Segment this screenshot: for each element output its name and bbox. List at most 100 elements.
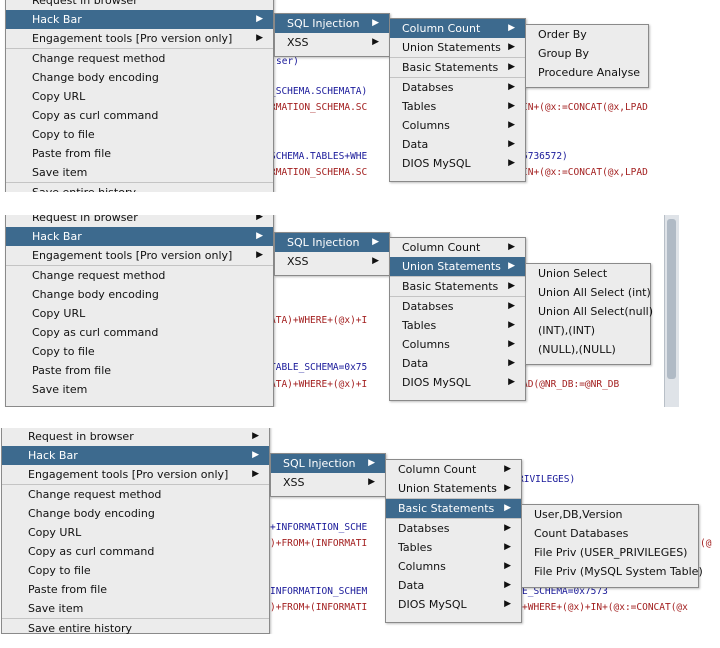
menu-item-tables[interactable]: Tables▶	[390, 316, 525, 335]
menu-item-copy-curl[interactable]: Copy as curl command	[2, 542, 269, 561]
menu-item-engagement-tools[interactable]: Engagement tools [Pro version only]▶	[6, 246, 273, 265]
menu-item-file-priv-user-privileges[interactable]: File Priv (USER_PRIVILEGES)	[522, 543, 698, 562]
menu-item-copy-to-file[interactable]: Copy to file	[6, 125, 273, 144]
menu-item-columns[interactable]: Columns▶	[386, 557, 521, 576]
menu-item-change-body-encoding[interactable]: Change body encoding	[6, 285, 273, 304]
menu-item-label: Request in browser	[32, 0, 138, 7]
menu-item-label: Paste from file	[28, 583, 108, 596]
menu-item-dios-mysql[interactable]: DIOS MySQL▶	[386, 595, 521, 614]
menu-item-basic-statements[interactable]: Basic Statements▶	[390, 58, 525, 77]
menu-item-request-in-browser[interactable]: Request in browser▶	[2, 428, 269, 446]
menu-item-procedure-analyse[interactable]: Procedure Analyse	[526, 63, 648, 82]
menu-item-union-select[interactable]: Union Select	[526, 264, 650, 283]
menu-item-basic-statements[interactable]: Basic Statements▶	[386, 499, 521, 518]
menu-item-basic-statements[interactable]: Basic Statements▶	[390, 277, 525, 296]
menu-item-change-request-method[interactable]: Change request method	[6, 266, 273, 285]
menu-item-data[interactable]: Data▶	[390, 135, 525, 154]
menu-item-dios-mysql[interactable]: DIOS MySQL▶	[390, 373, 525, 392]
menu-item-label: Change body encoding	[32, 288, 159, 301]
menu-item-label: Union Select	[538, 267, 608, 280]
menu-item-label: Columns	[398, 560, 446, 573]
menu-item-label: Tables	[398, 541, 433, 554]
menu-item-group-by[interactable]: Group By	[526, 44, 648, 63]
code-line: RIVILEGES)	[518, 474, 576, 485]
menu-item-order-by[interactable]: Order By	[526, 25, 648, 44]
menu-item-union-statements[interactable]: Union Statements▶	[386, 479, 521, 498]
menu-item-tables[interactable]: Tables▶	[390, 97, 525, 116]
code-line: +WHERE+(@x)+IN+(@x:=CONCAT(@x	[522, 602, 688, 613]
menu-item-hack-bar[interactable]: Hack Bar▶	[6, 10, 273, 29]
scrollbar-thumb[interactable]	[667, 219, 676, 379]
menu-item-paste-from-file[interactable]: Paste from file	[2, 580, 269, 599]
submenu-arrow-icon: ▶	[252, 431, 259, 441]
menu-item-save-item[interactable]: Save item	[6, 163, 273, 182]
menu-item-union-statements[interactable]: Union Statements▶	[390, 257, 525, 276]
menu-item-copy-to-file[interactable]: Copy to file	[6, 342, 273, 361]
menu-item-copy-curl[interactable]: Copy as curl command	[6, 106, 273, 125]
menu-item-union-all-select-int[interactable]: Union All Select (int)	[526, 283, 651, 302]
menu-item-save-history[interactable]: Save entire history	[6, 183, 273, 192]
menu-item-change-request-method[interactable]: Change request method	[6, 49, 273, 68]
menu-item-column-count[interactable]: Column Count▶	[386, 460, 521, 479]
menu-item-change-request-method[interactable]: Change request method	[2, 485, 269, 504]
menu-item-databases[interactable]: Databses▶	[390, 297, 525, 316]
context-menu: Request in browser Hack Bar▶ Engagement …	[5, 0, 274, 192]
hackbar-submenu: SQL Injection▶ XSS▶	[270, 453, 386, 497]
menu-item-paste-from-file[interactable]: Paste from file	[6, 361, 273, 380]
menu-item-xss[interactable]: XSS▶	[271, 473, 385, 492]
menu-item-save-item[interactable]: Save item	[2, 599, 269, 618]
menu-item-null-null[interactable]: (NULL),(NULL)	[526, 340, 650, 359]
menu-item-save-history[interactable]: Save entire history	[2, 619, 269, 634]
menu-item-columns[interactable]: Columns▶	[390, 335, 525, 354]
menu-item-copy-url[interactable]: Copy URL	[6, 304, 273, 323]
menu-item-xss[interactable]: XSS▶	[275, 33, 389, 52]
menu-item-tables[interactable]: Tables▶	[386, 538, 521, 557]
menu-item-label: Union All Select(null)	[538, 305, 653, 318]
menu-item-label: Change body encoding	[32, 71, 159, 84]
menu-item-paste-from-file[interactable]: Paste from file	[6, 144, 273, 163]
menu-item-engagement-tools[interactable]: Engagement tools [Pro version only]▶	[2, 465, 269, 484]
menu-item-label: Save entire history	[28, 622, 132, 634]
vertical-scrollbar[interactable]	[664, 215, 679, 407]
menu-item-columns[interactable]: Columns▶	[390, 116, 525, 135]
menu-item-request-in-browser[interactable]: Request in browser	[6, 0, 273, 10]
menu-item-sql-injection[interactable]: SQL Injection▶	[275, 14, 389, 33]
menu-item-union-statements[interactable]: Union Statements▶	[390, 38, 525, 57]
menu-item-xss[interactable]: XSS▶	[275, 252, 389, 271]
menu-item-copy-url[interactable]: Copy URL	[2, 523, 269, 542]
menu-item-change-body-encoding[interactable]: Change body encoding	[6, 68, 273, 87]
menu-item-label: Data	[402, 138, 429, 151]
menu-item-int-int[interactable]: (INT),(INT)	[526, 321, 650, 340]
menu-item-databases[interactable]: Databses▶	[386, 519, 521, 538]
code-line: ATA)+WHERE+(@x)+I	[270, 315, 368, 326]
menu-item-label: (NULL),(NULL)	[538, 343, 616, 356]
menu-item-hack-bar[interactable]: Hack Bar▶	[2, 446, 269, 465]
menu-item-column-count[interactable]: Column Count▶	[390, 19, 525, 38]
menu-item-sql-injection[interactable]: SQL Injection▶	[271, 454, 385, 473]
menu-item-save-item[interactable]: Save item	[6, 380, 273, 399]
code-line: ser)	[276, 56, 299, 67]
menu-item-copy-to-file[interactable]: Copy to file	[2, 561, 269, 580]
menu-item-change-body-encoding[interactable]: Change body encoding	[2, 504, 269, 523]
menu-item-databases[interactable]: Databses▶	[390, 78, 525, 97]
menu-item-column-count[interactable]: Column Count▶	[390, 238, 525, 257]
menu-item-data[interactable]: Data▶	[386, 576, 521, 595]
submenu-arrow-icon: ▶	[508, 158, 515, 168]
menu-item-copy-url[interactable]: Copy URL	[6, 87, 273, 106]
menu-item-user-db-version[interactable]: User,DB,Version	[522, 505, 698, 524]
submenu-arrow-icon: ▶	[368, 458, 375, 468]
column-count-submenu: Order By Group By Procedure Analyse	[525, 24, 649, 88]
menu-item-copy-curl[interactable]: Copy as curl command	[6, 323, 273, 342]
menu-item-dios-mysql[interactable]: DIOS MySQL▶	[390, 154, 525, 173]
menu-item-label: Hack Bar	[28, 449, 78, 462]
menu-item-sql-injection[interactable]: SQL Injection▶	[275, 233, 389, 252]
menu-item-data[interactable]: Data▶	[390, 354, 525, 373]
menu-item-file-priv-mysql-system-table[interactable]: File Priv (MySQL System Table)	[522, 562, 703, 581]
menu-item-label: File Priv (USER_PRIVILEGES)	[534, 546, 688, 559]
menu-item-label: (INT),(INT)	[538, 324, 596, 337]
menu-item-union-all-select-null[interactable]: Union All Select(null)	[526, 302, 653, 321]
menu-item-request-in-browser[interactable]: Request in browser▶	[6, 215, 273, 227]
menu-item-engagement-tools[interactable]: Engagement tools [Pro version only]▶	[6, 29, 273, 48]
menu-item-count-databases[interactable]: Count Databases	[522, 524, 698, 543]
menu-item-hack-bar[interactable]: Hack Bar▶	[6, 227, 273, 246]
